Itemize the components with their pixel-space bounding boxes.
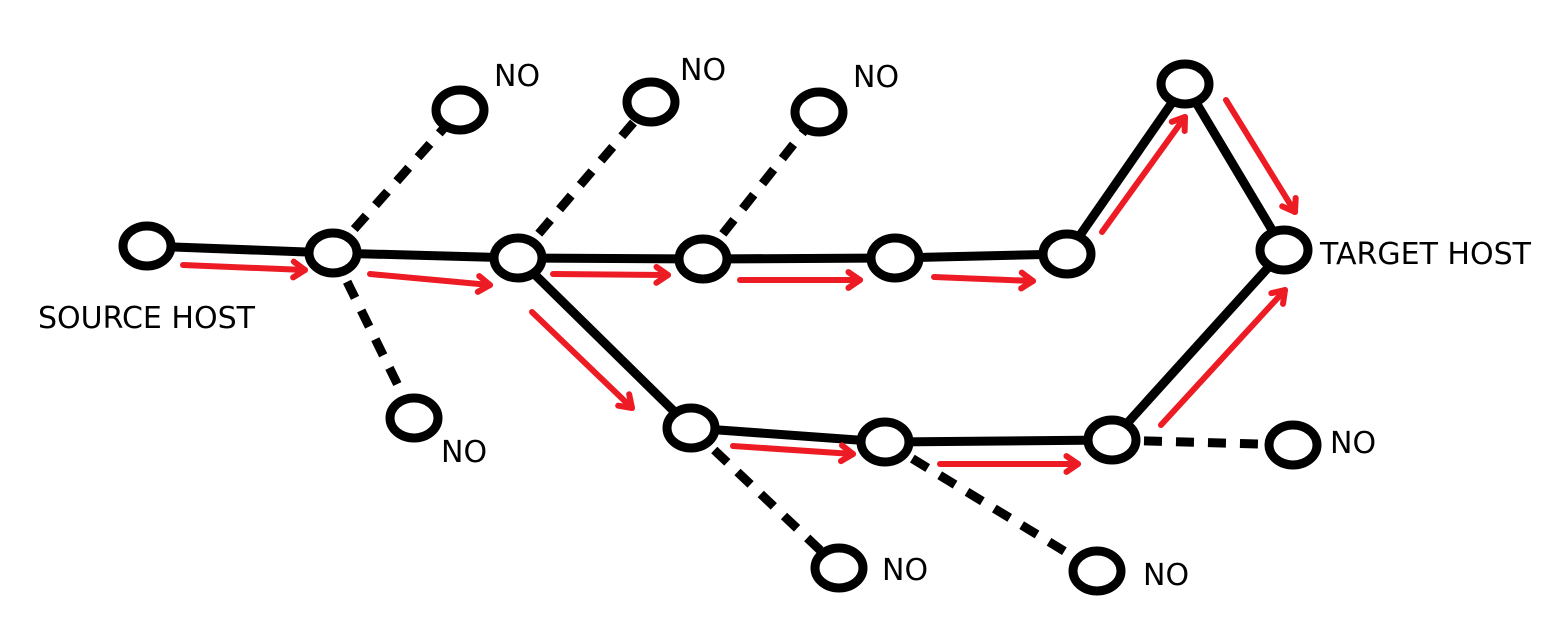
dead-end-node <box>1068 546 1126 596</box>
nodes-layer <box>118 59 1322 596</box>
route-arrow <box>931 269 1036 292</box>
route-arrow <box>1099 114 1188 235</box>
route-arrow <box>737 269 863 291</box>
route-link <box>698 253 900 264</box>
route-arrow <box>529 309 635 411</box>
route-link <box>513 253 708 264</box>
route-arrow <box>1158 287 1288 428</box>
route-arrow <box>367 271 493 295</box>
route-link <box>1107 245 1289 445</box>
target-host-label: TARGET HOST <box>1319 237 1532 272</box>
dead-end-link <box>699 109 823 262</box>
dead-end-link <box>687 424 843 572</box>
no-label: NO <box>882 553 928 588</box>
router-node <box>856 417 914 467</box>
router-node <box>489 233 547 283</box>
route-arrow <box>730 442 856 465</box>
dead-end-node <box>810 543 868 593</box>
route-arrow <box>1223 97 1299 215</box>
router-node <box>1083 415 1141 465</box>
dead-end-link <box>329 107 464 256</box>
route-link <box>328 248 523 263</box>
route-link <box>1062 79 1190 259</box>
edges-layer <box>142 79 1294 575</box>
dead-end-node <box>385 393 443 443</box>
router-node <box>662 403 720 453</box>
no-label: NO <box>1330 426 1376 461</box>
dead-end-node <box>790 87 848 137</box>
dead-end-node <box>1264 420 1322 470</box>
source-host-node <box>118 221 176 271</box>
route-arrow <box>180 258 308 281</box>
no-label: NO <box>853 60 899 95</box>
route-arrows-layer <box>180 97 1299 475</box>
route-arrow <box>937 453 1081 475</box>
no-label: NO <box>441 435 487 470</box>
route-link <box>686 423 890 447</box>
route-link <box>142 241 338 258</box>
router-node <box>674 234 732 284</box>
dead-end-link <box>514 99 655 261</box>
source-host-label: SOURCE HOST <box>38 301 256 336</box>
route-arrow <box>550 263 671 286</box>
route-link <box>1180 79 1289 255</box>
route-link <box>513 253 696 433</box>
route-link <box>890 249 1072 263</box>
router-node <box>1038 229 1096 279</box>
target-host-node <box>1255 225 1313 275</box>
dead-end-link <box>882 438 1100 575</box>
router-node <box>1156 59 1214 109</box>
labels-layer: SOURCE HOST TARGET HOST NO NO NO NO NO N… <box>38 53 1532 593</box>
dead-end-node <box>622 77 680 127</box>
route-link <box>880 435 1117 447</box>
no-label: NO <box>680 53 726 88</box>
no-label: NO <box>494 59 540 94</box>
no-label: NO <box>1143 558 1189 593</box>
dead-end-node <box>431 85 489 135</box>
router-node <box>866 233 924 283</box>
router-node <box>304 228 362 278</box>
